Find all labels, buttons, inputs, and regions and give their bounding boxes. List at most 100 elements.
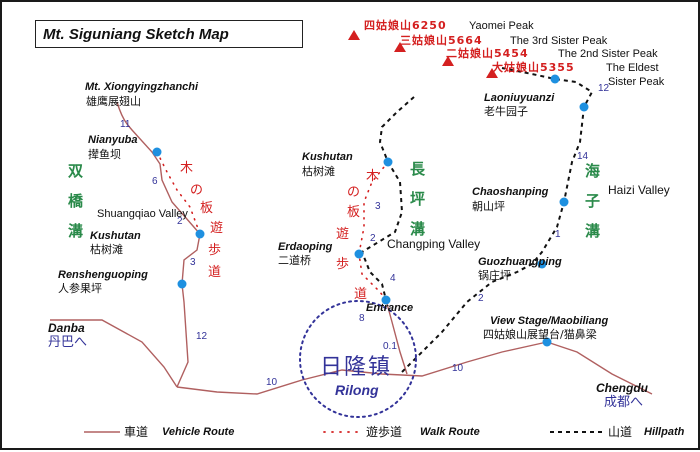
- peak-eldest-en2: Sister Peak: [608, 76, 665, 88]
- station-laoniuyuanzi[interactable]: [579, 102, 589, 112]
- station-guozhuangping[interactable]: [537, 259, 547, 269]
- distance-label: 0.1: [383, 341, 397, 352]
- place-xiongying-zh: 雄鹰展翅山: [86, 95, 141, 108]
- valley-char-shuangqiao-1: 双: [68, 162, 84, 180]
- vehicle-route-danba: [50, 319, 178, 388]
- station-kushutan-mid[interactable]: [383, 157, 393, 167]
- map-title-box: Mt. Siguniang Sketch Map: [35, 20, 303, 48]
- label-shuangqiao-valley: Shuangqiao Valley: [97, 208, 188, 220]
- walk-char-left-5: 歩: [208, 243, 222, 258]
- legend-hill-en: Hillpath: [644, 426, 685, 438]
- peak-yaomei-icon: [348, 30, 360, 40]
- peak-yaomei-en: Yaomei Peak: [469, 20, 534, 32]
- station-erdaoping[interactable]: [354, 249, 364, 259]
- station-chaoshanping[interactable]: [559, 197, 569, 207]
- place-laoniuyuanzi-en: Laoniuyuanzi: [484, 92, 555, 104]
- peak-3rd-icon: [394, 42, 406, 52]
- rilong-town-circle: [299, 300, 417, 418]
- place-guozhuangping-zh: 锅庄坪: [478, 269, 511, 282]
- place-guozhuangping-en: Guozhuangping: [478, 256, 562, 268]
- walk-char-mid-6: 道: [354, 287, 368, 302]
- distance-label: 11: [120, 119, 131, 130]
- valley-char-haizi-3: 溝: [585, 222, 601, 240]
- distance-label: 10: [266, 377, 278, 388]
- distance-label: 1: [555, 229, 561, 240]
- legend-vehicle-en: Vehicle Route: [162, 426, 235, 438]
- place-kushutan-left-en: Kushutan: [90, 230, 141, 242]
- hillpath-changping: [360, 96, 415, 301]
- place-rilong-en: Rilong: [335, 382, 379, 398]
- map-title: Mt. Siguniang Sketch Map: [43, 25, 229, 43]
- distance-label: 12: [598, 83, 610, 94]
- walk-char-left-4: 遊: [210, 221, 224, 236]
- place-danba-zh: 丹巴へ: [48, 335, 88, 350]
- legend-walk-zh: 遊歩道: [366, 425, 403, 439]
- place-entrance: Entrance: [366, 302, 414, 314]
- label-haizi-valley: Haizi Valley: [608, 183, 670, 197]
- station-entrance[interactable]: [381, 295, 391, 305]
- place-erdaoping-en: Erdaoping: [278, 241, 333, 253]
- valley-char-shuangqiao-2: 橋: [68, 192, 84, 210]
- vehicle-route-chengdu: [546, 341, 653, 395]
- distance-label: 4: [390, 273, 396, 284]
- distance-label: 2: [478, 293, 484, 304]
- distance-label: 10: [452, 363, 464, 374]
- walk-char-mid-4: 遊: [336, 227, 350, 242]
- walk-char-left-2: の: [190, 183, 204, 198]
- place-laoniuyuanzi-zh: 老牛园子: [484, 105, 528, 118]
- peak-2nd-en: The 2nd Sister Peak: [558, 48, 658, 60]
- place-chaoshanping-en: Chaoshanping: [472, 186, 549, 198]
- walk-char-left-1: 木: [180, 161, 194, 176]
- walk-char-mid-3: 板: [347, 205, 361, 220]
- place-chengdu-en: Chengdu: [596, 381, 648, 395]
- place-chaoshanping-zh: 朝山坪: [472, 200, 505, 213]
- station-nianyuba[interactable]: [152, 147, 162, 157]
- walk-char-mid-5: 歩: [336, 257, 350, 272]
- station-view-stage[interactable]: [542, 337, 552, 347]
- station-eldest-peak[interactable]: [550, 74, 560, 84]
- legend-hill-zh: 山道: [608, 425, 633, 439]
- vehicle-route-main: [176, 341, 548, 395]
- peak-3rd-zh: 三姑娘山5664: [400, 34, 483, 47]
- valley-char-haizi-1: 海: [585, 162, 601, 180]
- distance-label: 12: [196, 331, 208, 342]
- peak-yaomei-zh: 四姑娘山6250: [364, 19, 447, 32]
- place-kushutan-mid-zh: 枯树滩: [302, 165, 335, 178]
- peak-eldest-icon: [486, 68, 498, 78]
- place-kushutan-mid-en: Kushutan: [302, 151, 353, 163]
- distance-label: 3: [375, 201, 381, 212]
- place-rilong-zh: 日隆镇: [320, 355, 393, 380]
- distance-label: 3: [190, 257, 196, 268]
- walk-char-left-3: 板: [200, 201, 214, 216]
- distance-label: 2: [177, 216, 183, 227]
- place-xiongying-en: Mt. Xiongyingzhanchi: [85, 81, 199, 93]
- peak-3rd-en: The 3rd Sister Peak: [510, 35, 608, 47]
- peak-eldest-zh: 大姑娘山5355: [492, 61, 575, 74]
- distance-label: 6: [152, 176, 158, 187]
- place-renshenguoping-zh: 人参果坪: [58, 282, 102, 295]
- distance-label: 14: [577, 151, 589, 162]
- walk-char-left-6: 道: [208, 265, 222, 280]
- place-viewstage-zh: 四姑娘山展望台/猫鼻梁: [483, 328, 597, 341]
- peak-2nd-zh: 二姑娘山5454: [446, 47, 529, 60]
- station-kushutan-left[interactable]: [195, 229, 205, 239]
- legend-vehicle-zh: 車道: [124, 425, 149, 439]
- walk-route-left: [156, 151, 201, 235]
- place-erdaoping-zh: 二道桥: [278, 254, 311, 267]
- legend-walk-en: Walk Route: [420, 426, 480, 438]
- walk-char-mid-2: の: [347, 185, 361, 200]
- station-renshenguoping[interactable]: [177, 279, 187, 289]
- place-kushutan-left-zh: 枯树滩: [90, 243, 123, 256]
- peak-2nd-icon: [442, 56, 454, 66]
- walk-route-mid: [358, 161, 389, 301]
- place-nianyuba-en: Nianyuba: [88, 134, 138, 146]
- place-renshenguoping-en: Renshenguoping: [58, 269, 148, 281]
- valley-char-haizi-2: 子: [585, 192, 601, 210]
- valley-char-changping-2: 坪: [410, 190, 426, 208]
- peak-eldest-en: The Eldest: [606, 62, 659, 74]
- place-viewstage-en: View Stage/Maobiliang: [490, 315, 609, 327]
- label-changping-valley: Changping Valley: [387, 237, 481, 251]
- place-nianyuba-zh: 撵鱼坝: [88, 148, 121, 161]
